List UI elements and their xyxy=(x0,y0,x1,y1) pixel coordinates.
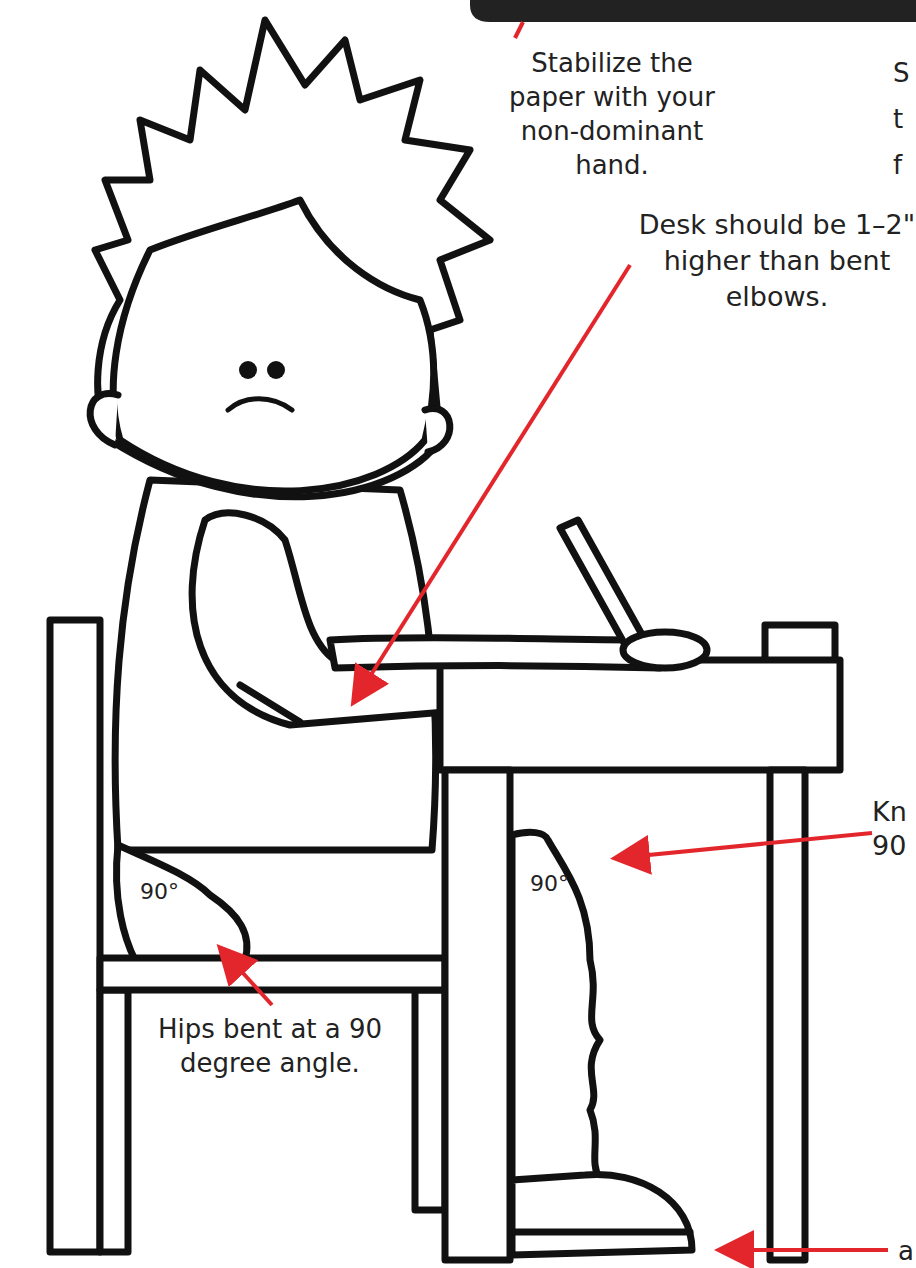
hair xyxy=(95,20,490,497)
shoe-sole xyxy=(512,1229,690,1236)
desk-top xyxy=(440,660,840,770)
angle-label: 90° xyxy=(140,878,200,906)
eye xyxy=(267,361,285,379)
hand xyxy=(623,632,707,668)
cropped-note: S t f xyxy=(893,50,915,188)
cropped-note: a xyxy=(898,1236,916,1266)
pencil xyxy=(560,520,645,650)
callout-note: Desk should be 1–2" higher than bent elb… xyxy=(632,207,916,315)
leader-arrow xyxy=(618,833,872,858)
thigh xyxy=(116,845,246,960)
leader-arrow xyxy=(722,1248,888,1252)
desk-leg xyxy=(445,770,510,1260)
mouth xyxy=(228,399,292,410)
leader-line xyxy=(515,22,523,38)
chair-leg xyxy=(415,990,445,1210)
callout-note: Stabilize the paper with your non-domina… xyxy=(492,46,732,182)
leader-arrow xyxy=(222,950,272,1005)
leader-arrow xyxy=(355,265,630,700)
chair-seat xyxy=(100,958,445,990)
callout-note: Hips bent at a 90 degree angle. xyxy=(140,1012,400,1080)
chair-back xyxy=(50,620,100,1252)
angle-label: 90° xyxy=(530,870,590,898)
ear xyxy=(425,409,450,452)
face xyxy=(113,200,434,491)
eye xyxy=(239,361,257,379)
cropped-note: Kn 90 xyxy=(872,795,916,863)
title-banner xyxy=(470,0,916,22)
ear xyxy=(90,394,118,445)
lower-leg xyxy=(512,832,600,1185)
chair-leg xyxy=(100,990,128,1252)
shoe xyxy=(512,1174,692,1255)
sleeve-line xyxy=(240,685,300,722)
eyes xyxy=(239,361,285,379)
